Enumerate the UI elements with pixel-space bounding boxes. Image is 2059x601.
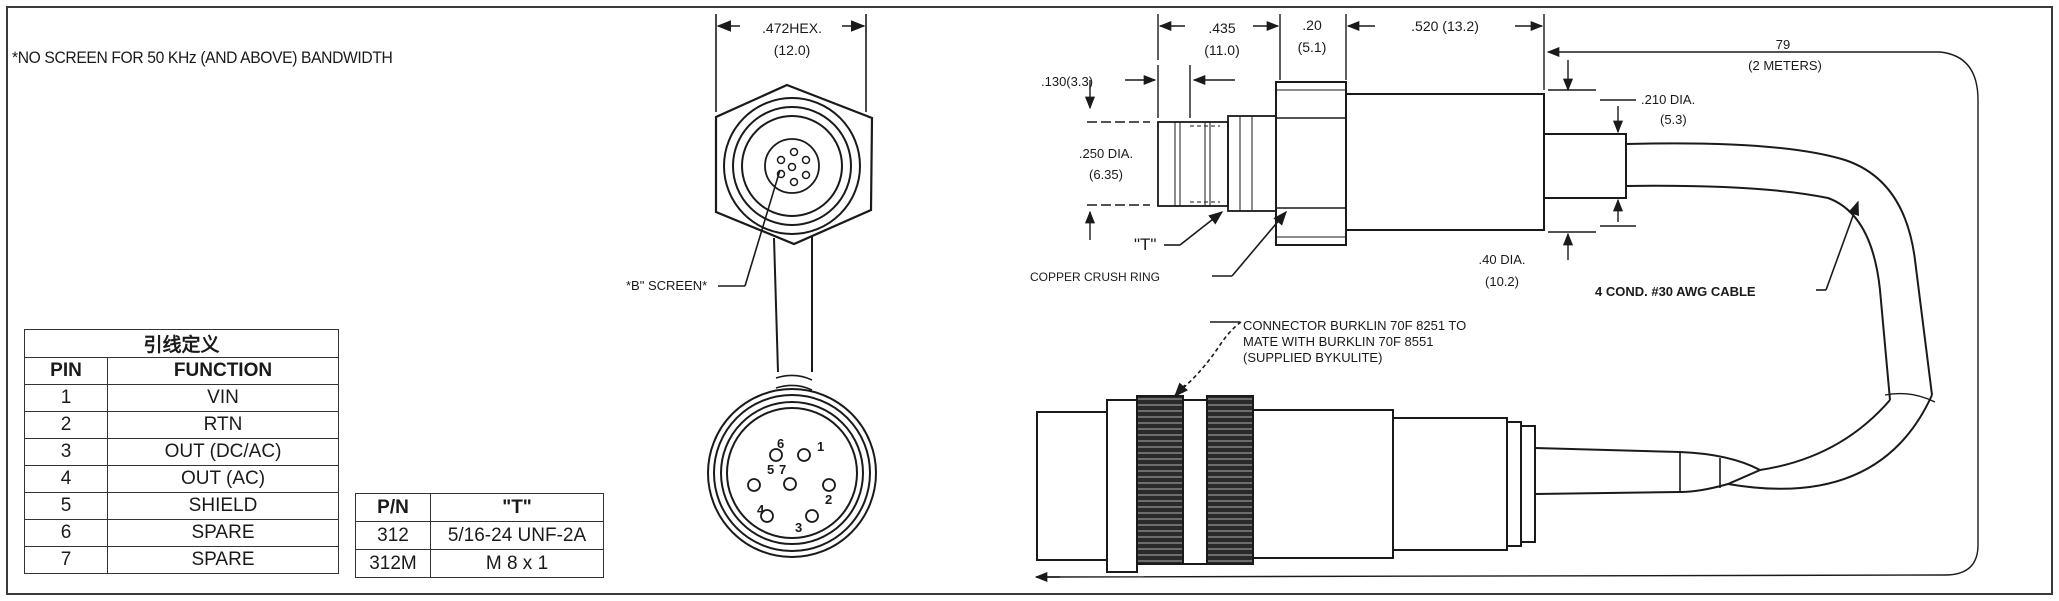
- pin-label-6: 6: [777, 436, 784, 451]
- function-cell: SHIELD: [107, 492, 339, 520]
- pin-label-5: 5: [767, 462, 774, 477]
- t-leader: [1164, 200, 1859, 323]
- function-cell: OUT (AC): [107, 465, 339, 493]
- dim-40: .40 DIA.: [1479, 252, 1526, 267]
- dim-20: .20: [1302, 17, 1322, 33]
- pin-label-4: 4: [757, 502, 765, 517]
- dim-210-metric: (5.3): [1660, 112, 1687, 127]
- pin-label-2: 2: [825, 492, 832, 507]
- dimension-lines: [1034, 14, 1979, 583]
- dim-435-metric: (11.0): [1204, 42, 1240, 58]
- pin-cell: 6: [24, 519, 108, 547]
- connector-leader: [1174, 321, 1242, 398]
- top-connector-hex-view: [714, 83, 874, 246]
- crush-ring-label: COPPER CRUSH RING: [1030, 270, 1160, 284]
- cable-label: 4 COND. #30 AWG CABLE: [1595, 284, 1756, 299]
- dim-20-metric: (5.1): [1298, 39, 1327, 55]
- thread-header: "T": [430, 493, 604, 522]
- function-cell: SPARE: [107, 546, 339, 574]
- pin-cell: 3: [24, 438, 108, 466]
- pn-cell: 312M: [355, 549, 431, 578]
- dim-130: .130(3.3): [1041, 74, 1093, 89]
- connector-cable: [773, 236, 813, 391]
- cable-length-metric: (2 METERS): [1748, 58, 1822, 73]
- hex-dim-metric: (12.0): [774, 42, 811, 58]
- pin-table-caption: 引线定义: [24, 329, 339, 358]
- dim-250: .250 DIA.: [1079, 146, 1133, 161]
- dim-40-metric: (10.2): [1485, 274, 1519, 289]
- hex-dim-label: .472HEX.: [762, 20, 822, 36]
- bottom-connector-face-view: [707, 388, 877, 558]
- dim-520: .520 (13.2): [1411, 18, 1479, 34]
- function-cell: SPARE: [107, 519, 339, 547]
- dim-250-metric: (6.35): [1089, 167, 1123, 182]
- connector-note-2: MATE WITH BURKLIN 70F 8551: [1243, 334, 1433, 349]
- dim-210: .210 DIA.: [1641, 92, 1695, 107]
- pin-label-1: 1: [817, 439, 824, 454]
- pin-label-3: 3: [795, 520, 802, 535]
- thread-cell: M 8 x 1: [430, 549, 604, 578]
- drawing-frame: [6, 6, 2053, 595]
- pin-number-labels: 1 2 3 4 5 6 7: [757, 436, 832, 535]
- thread-cell: 5/16-24 UNF-2A: [430, 521, 604, 550]
- bandwidth-note: *NO SCREEN FOR 50 KHz (AND ABOVE) BANDWI…: [12, 48, 393, 67]
- connector-note-3: (SUPPLIED BYKULITE): [1243, 350, 1382, 365]
- pn-header: P/N: [355, 493, 431, 522]
- pin-cell: 7: [24, 546, 108, 574]
- function-header: FUNCTION: [107, 357, 339, 385]
- screen-leader: [718, 169, 781, 287]
- t-label: "T": [1134, 235, 1156, 254]
- pin-label-7: 7: [779, 462, 786, 477]
- screen-label: *B" SCREEN*: [626, 278, 707, 293]
- hex-dimension: [715, 14, 867, 112]
- dim-435: .435: [1208, 20, 1235, 36]
- pin-header: PIN: [24, 357, 108, 385]
- function-cell: RTN: [107, 411, 339, 439]
- connector-note-1: CONNECTOR BURKLIN 70F 8251 TO: [1243, 318, 1466, 333]
- burklin-connector: [1036, 392, 1936, 573]
- cable-length: 79: [1776, 37, 1790, 52]
- sensor-body: [1157, 81, 1933, 401]
